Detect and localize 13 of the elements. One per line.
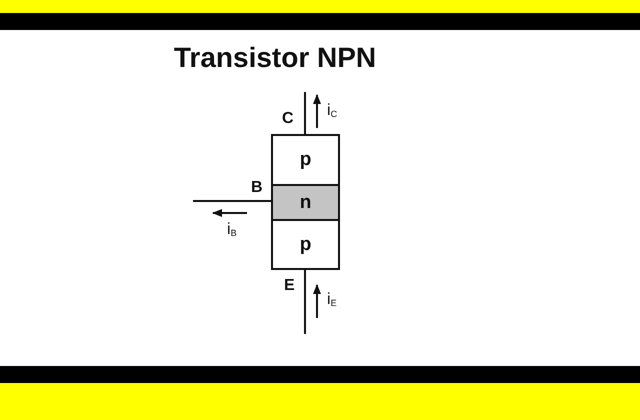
title: Transistor NPN (172, 41, 378, 75)
terminal-label: C (282, 111, 294, 127)
terminal-label: E (284, 278, 295, 294)
p-type-layer: p (271, 221, 340, 270)
current-label: i$_{C}$ (327, 103, 338, 121)
current-label: i$_{B}$ (227, 222, 237, 240)
lead-wire (304, 270, 306, 334)
n-type-layer: n (271, 186, 340, 221)
lead-wire (193, 200, 271, 202)
lead-wire (304, 92, 306, 134)
current-label: i$_{E}$ (327, 292, 337, 310)
terminal-label: B (251, 180, 263, 196)
p-type-layer: p (271, 134, 340, 186)
